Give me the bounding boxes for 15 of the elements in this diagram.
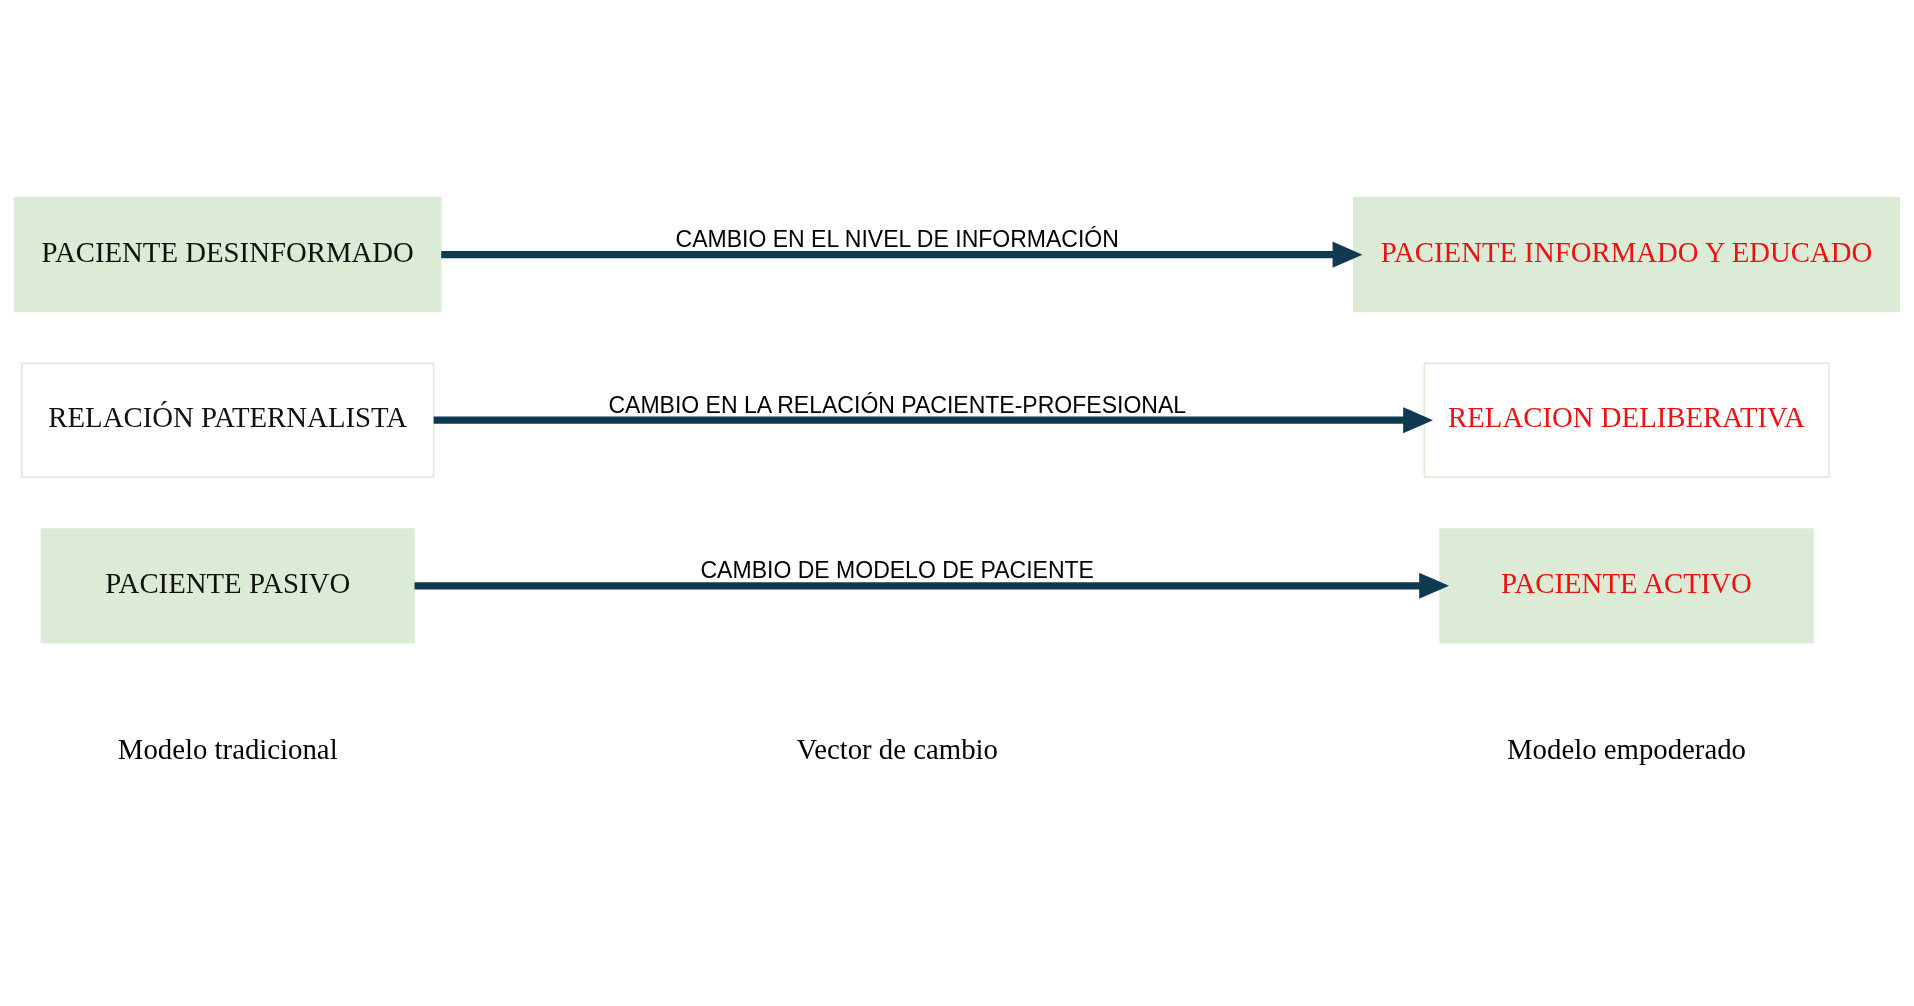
- label: Vector de cambio: [796, 732, 998, 765]
- label: Modelo empoderado: [1507, 732, 1747, 765]
- arrow: [433, 407, 1433, 434]
- node-box: RELACIÓN PATERNALISTA: [21, 362, 435, 478]
- arrow: [441, 241, 1363, 268]
- edge-label: CAMBIO DE MODELO DE PACIENTE: [700, 557, 1094, 584]
- edge-label: CAMBIO EN EL NIVEL DE INFORMACIÓN: [675, 226, 1119, 253]
- node-box: RELACION DELIBERATIVA: [1423, 362, 1830, 478]
- node-box: PACIENTE ACTIVO: [1439, 528, 1814, 644]
- node-box: PACIENTE DESINFORMADO: [13, 197, 442, 313]
- node-box: PACIENTE INFORMADO Y EDUCADO: [1352, 197, 1901, 313]
- edge-label: CAMBIO EN LA RELACIÓN PACIENTE-PROFESIONAL: [608, 391, 1187, 418]
- label: Modelo tradicional: [117, 732, 338, 765]
- node-box: PACIENTE PASIVO: [40, 528, 415, 644]
- arrow: [414, 572, 1450, 599]
